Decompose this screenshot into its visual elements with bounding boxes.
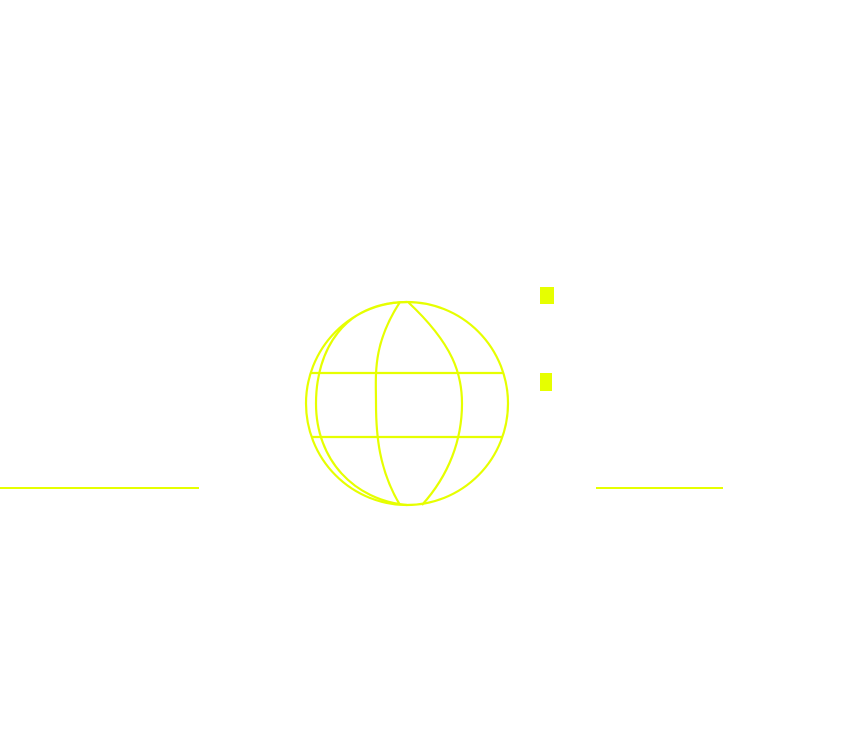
- globe-outline: [304, 300, 510, 507]
- square-marker-icon: [540, 373, 552, 391]
- divider-line-left: [0, 487, 199, 489]
- divider-line-right: [596, 487, 723, 489]
- globe-meridian-right: [407, 301, 464, 506]
- globe-icon: [304, 300, 510, 507]
- globe-outline-offset: [314, 300, 408, 507]
- globe-meridian-left: [374, 301, 401, 506]
- square-marker-icon: [540, 287, 554, 304]
